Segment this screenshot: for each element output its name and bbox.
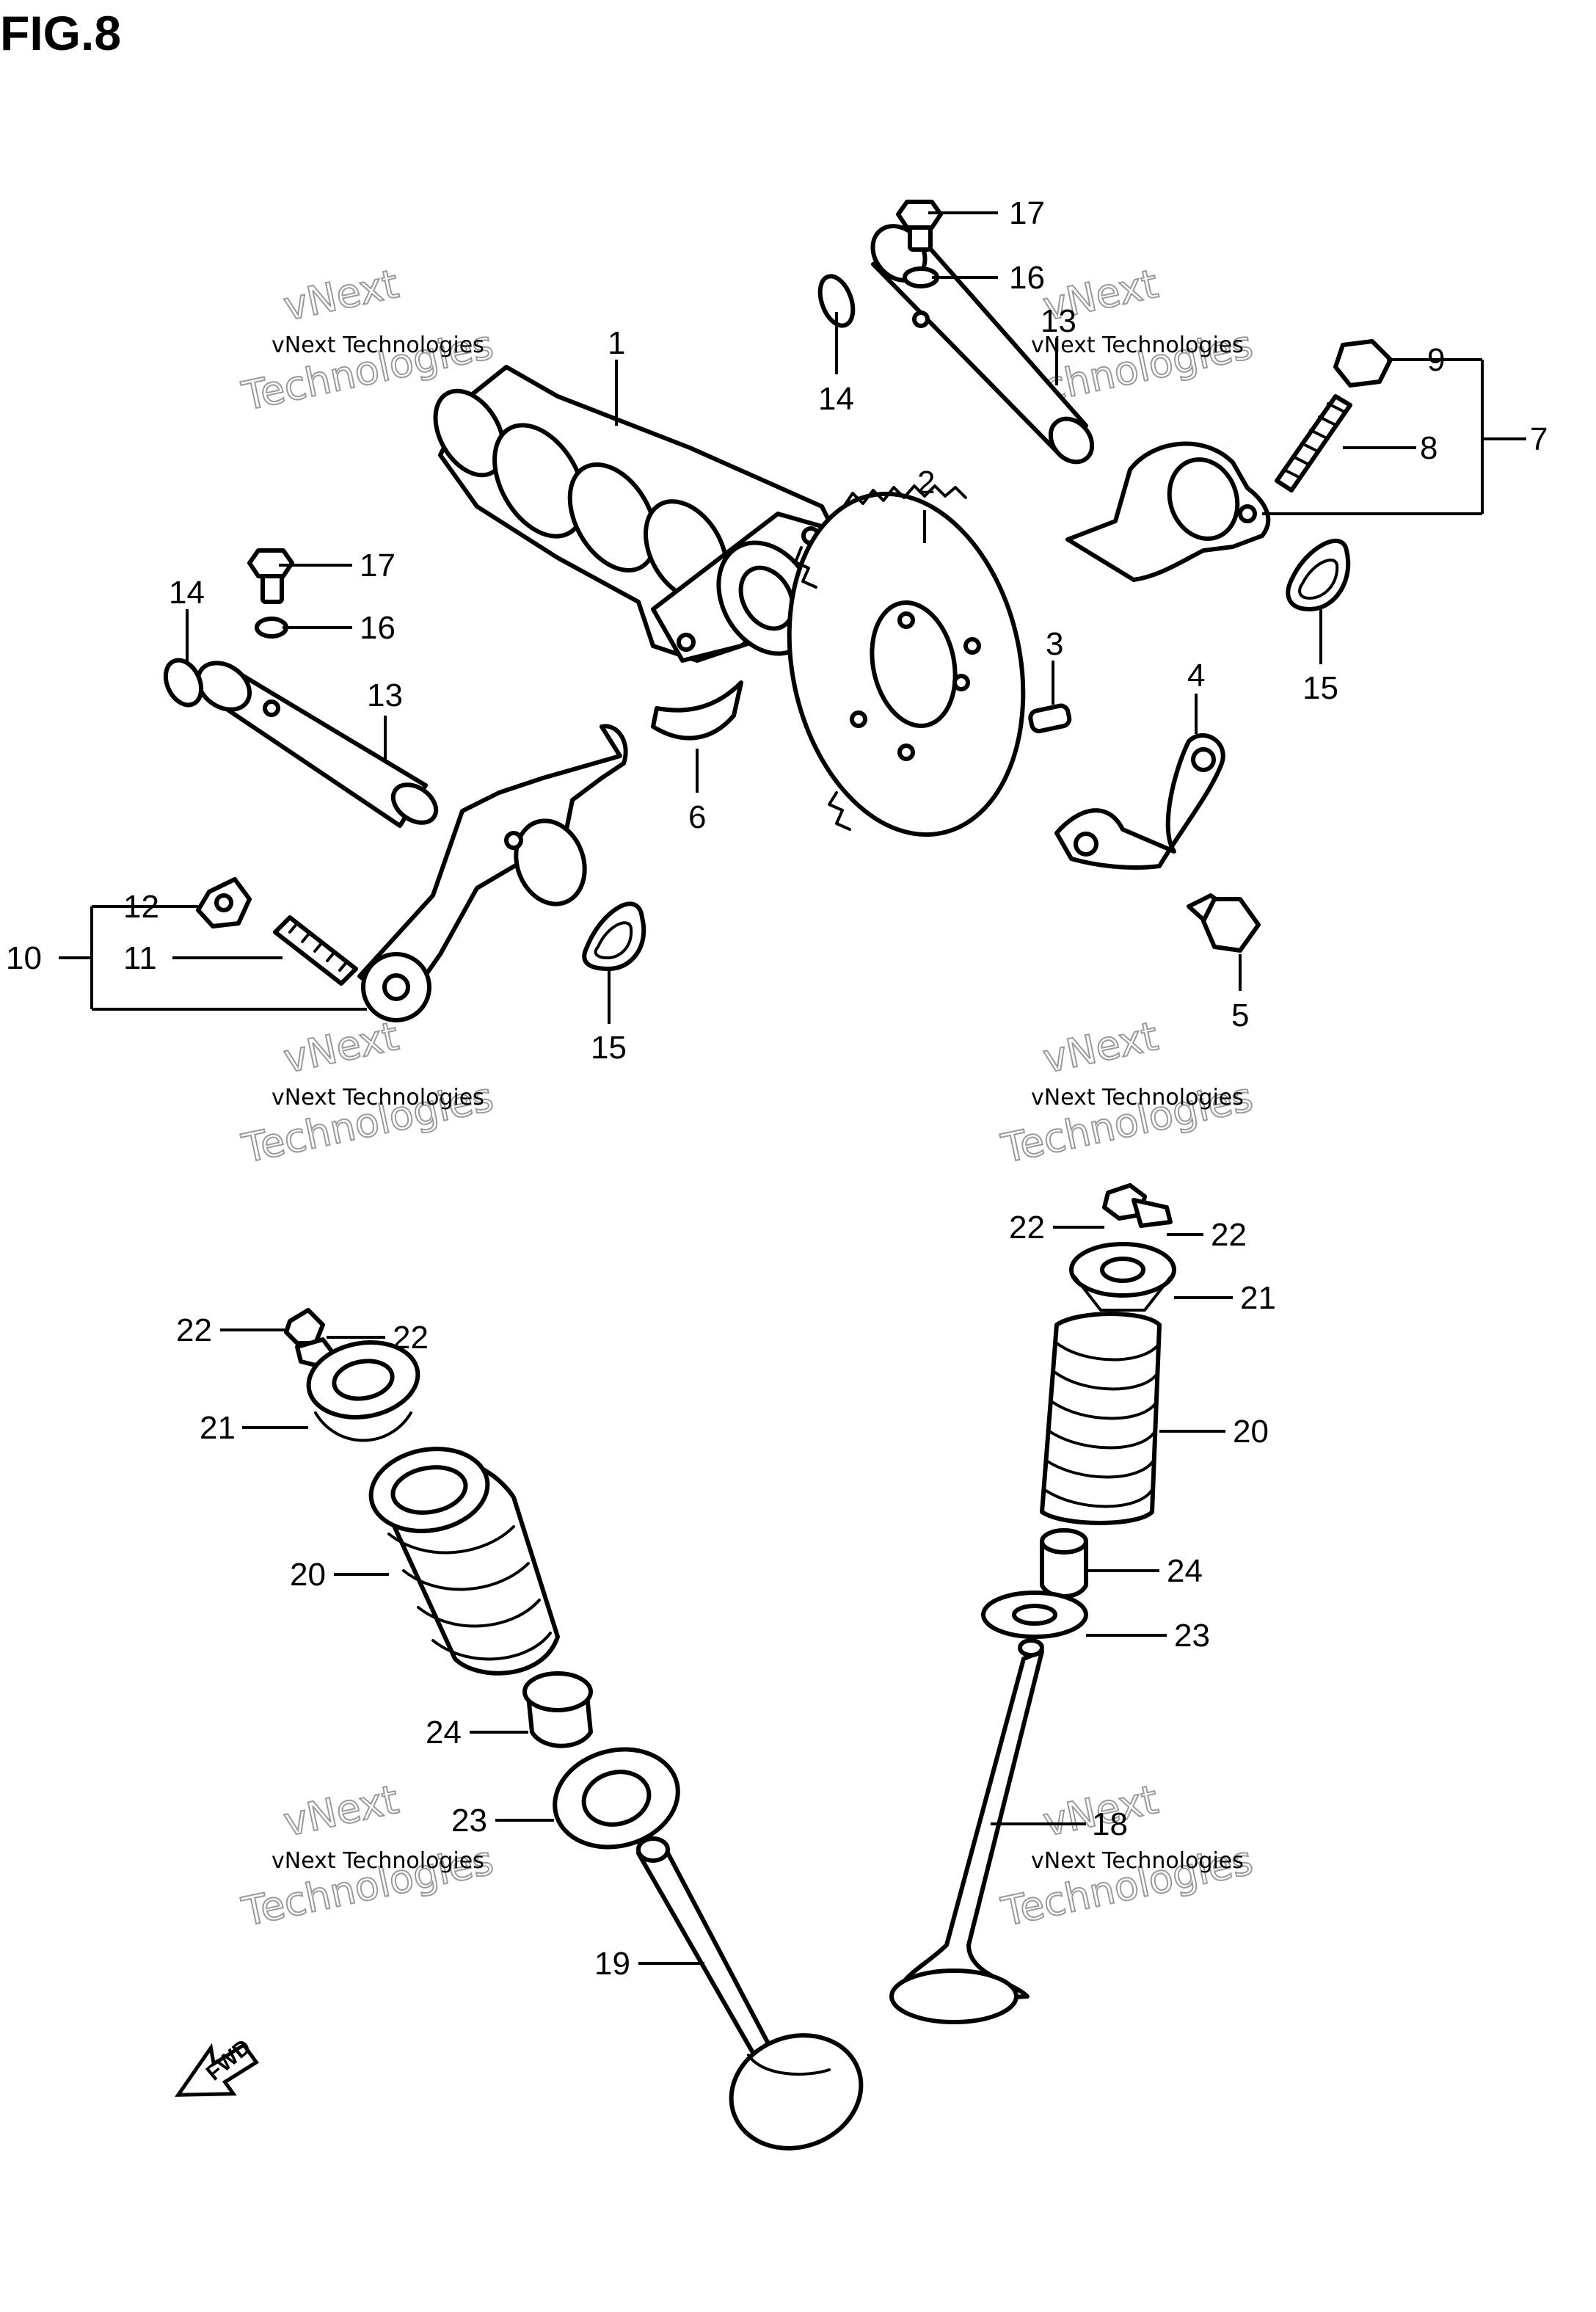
callout-16-upper: 16 (1009, 260, 1045, 296)
svg-text:vNext Technologies: vNext Technologies (1031, 1085, 1244, 1110)
callout-17-upper: 17 (1009, 195, 1045, 231)
camshaft (433, 365, 846, 663)
cam-sprocket (787, 484, 1026, 837)
valve-stem-seal-right (1040, 1528, 1088, 1599)
sprocket-bolt (1187, 893, 1261, 953)
callout-15-upper: 15 (1302, 670, 1338, 706)
exhaust-valve (889, 1638, 1044, 2024)
leader-lines (59, 211, 1526, 1965)
callout-4: 4 (1187, 658, 1205, 694)
callout-23-right: 23 (1174, 1618, 1210, 1654)
valve-cotter-right (1102, 1183, 1173, 1228)
adjuster-screw-lower (273, 915, 358, 986)
spring-retainer-left (306, 1340, 420, 1442)
callout-11: 11 (123, 940, 157, 976)
callout-3: 3 (1046, 626, 1063, 662)
callout-17-lower: 17 (360, 548, 396, 584)
svg-text:vNext: vNext (280, 1776, 402, 1845)
callout-21-left: 21 (200, 1410, 236, 1446)
bolt-upper (896, 200, 943, 252)
bolt-lower (247, 548, 294, 604)
spring-seat-left (553, 1747, 680, 1850)
valve-spring-left (368, 1447, 560, 1676)
rocker-shaft-lower (195, 661, 439, 828)
adjuster-screw-upper (1275, 394, 1352, 492)
valve-spring-right (1040, 1312, 1162, 1525)
spring-seat-right (981, 1591, 1088, 1639)
valve-stem-seal-left (522, 1671, 593, 1748)
watermark-5: vNext Technologies vNext Technologies (237, 1775, 498, 1936)
svg-text:vNext Technologies: vNext Technologies (272, 1848, 484, 1874)
callout-23-left: 23 (451, 1803, 487, 1839)
gasket-upper (1286, 539, 1351, 611)
callout-22-right-b: 22 (1211, 1217, 1247, 1253)
callout-1: 1 (608, 325, 625, 361)
callout-12: 12 (123, 889, 159, 925)
callout-8: 8 (1420, 430, 1438, 466)
svg-text:vNext Technologies: vNext Technologies (272, 1085, 484, 1110)
svg-text:vNext Technologies: vNext Technologies (1031, 332, 1244, 358)
callout-24-left: 24 (426, 1715, 462, 1751)
o-ring-lower (163, 658, 204, 708)
callout-24-right: 24 (1167, 1553, 1203, 1589)
callout-19: 19 (594, 1946, 630, 1982)
svg-text:vNext Technologies: vNext Technologies (272, 332, 484, 358)
dowel-pin (1028, 703, 1072, 734)
lock-plate (1054, 733, 1225, 870)
callout-22-right-a: 22 (1009, 1210, 1045, 1246)
callout-14-lower: 14 (169, 575, 205, 611)
washer-lower (255, 617, 288, 639)
callout-20-left: 20 (290, 1557, 326, 1593)
o-ring-upper (817, 274, 856, 328)
callout-20-right: 20 (1233, 1414, 1269, 1450)
gasket-lower (582, 901, 646, 971)
callout-21-right: 21 (1240, 1280, 1276, 1316)
rocker-arm-lower (357, 724, 628, 1022)
callout-13-lower: 13 (367, 677, 403, 713)
callout-labels: 1 2 3 4 5 6 7 8 9 10 11 12 13 13 14 14 1… (6, 195, 1548, 1982)
watermark-3: vNext Technologies vNext Technologies (237, 1012, 498, 1173)
callout-13-upper: 13 (1041, 303, 1076, 339)
intake-valve (636, 1836, 864, 2151)
callout-22-left-a: 22 (176, 1312, 212, 1348)
callout-16-lower: 16 (360, 610, 396, 646)
callout-7: 7 (1530, 421, 1548, 457)
svg-text:vNext: vNext (1039, 1013, 1162, 1082)
callout-2: 2 (917, 465, 935, 501)
callout-10: 10 (6, 940, 42, 976)
retainer-clip (651, 680, 743, 741)
svg-text:vNext: vNext (280, 261, 402, 330)
watermark-6: vNext Technologies vNext Technologies (996, 1775, 1257, 1936)
lock-nut-lower (196, 877, 252, 928)
callout-15-lower: 15 (591, 1030, 627, 1066)
rocker-arm-upper (1065, 441, 1271, 582)
lock-nut-upper (1333, 339, 1393, 388)
callout-18: 18 (1092, 1806, 1128, 1842)
forward-direction-indicator: FWD (174, 2035, 259, 2097)
callout-9: 9 (1427, 342, 1445, 378)
figure-title: FIG.8 (0, 6, 121, 60)
callout-5: 5 (1231, 997, 1249, 1033)
watermark-4: vNext Technologies vNext Technologies (996, 1012, 1257, 1173)
svg-text:vNext Technologies: vNext Technologies (1031, 1848, 1244, 1874)
spring-retainer-right (1069, 1242, 1176, 1312)
callout-6: 6 (688, 799, 706, 835)
callout-22-left-b: 22 (393, 1320, 429, 1356)
callout-14-upper: 14 (818, 381, 854, 417)
svg-text:vNext: vNext (280, 1013, 402, 1082)
